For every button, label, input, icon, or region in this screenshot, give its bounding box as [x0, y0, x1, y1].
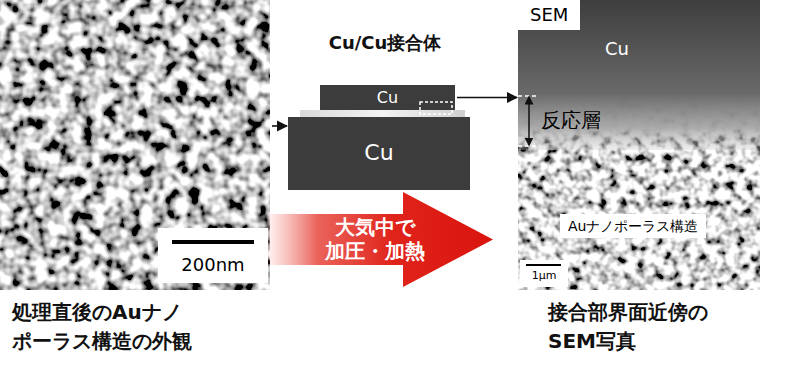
process-arrow: 大気中で 加圧・加熱: [268, 192, 493, 287]
sem-image: [0, 0, 270, 290]
dashed-line: [518, 145, 538, 147]
node-text: 接合部界面近傍の SEM写真: [548, 298, 768, 356]
connector-arrow: [457, 97, 517, 99]
reaction-layer: [518, 95, 760, 150]
cu-block: Cu: [320, 85, 455, 110]
dimension-bracket: [528, 100, 530, 142]
layer-label: 反応層: [541, 108, 601, 132]
scale-label-box: 200nm: [158, 228, 268, 283]
group-title: Cu/Cu接合体: [290, 32, 480, 54]
sem-image: [518, 0, 760, 290]
scale-box: [520, 260, 568, 287]
arrow-body: [268, 192, 493, 287]
cu-block: [288, 117, 470, 190]
dashed-line: [518, 95, 538, 97]
sem-image-panel: 処理直後のAuナノ ポーラス構造の外観200nm: [0, 0, 270, 290]
cu-region: [518, 0, 760, 95]
image-tag: Auナノポーラス構造: [560, 214, 706, 238]
scale-box: [158, 228, 268, 283]
scale-label: 1μm: [520, 269, 568, 283]
scale-bar: [172, 240, 254, 244]
cu-block: Cu: [288, 117, 470, 190]
node-text: 処理直後のAuナノ ポーラス構造の外観: [12, 298, 274, 356]
scale-bar: [526, 264, 561, 266]
detail-box: [420, 102, 452, 114]
node-text: Cu: [364, 140, 393, 166]
node-text: 200nm: [158, 252, 268, 277]
cu-block: [320, 85, 455, 110]
node-text: SEM: [530, 4, 568, 26]
node-text: 大気中で 加圧・加熱: [320, 215, 430, 263]
node-text: Cu: [377, 89, 398, 107]
sem-image-panel: 接合部界面近傍の SEM写真SEMAuナノポーラス構造: [518, 0, 760, 290]
image-tag: SEM: [518, 0, 580, 30]
connector-arrow: [272, 125, 287, 127]
node-text: Auナノポーラス構造: [568, 217, 698, 235]
material-label: Cu: [605, 38, 629, 60]
